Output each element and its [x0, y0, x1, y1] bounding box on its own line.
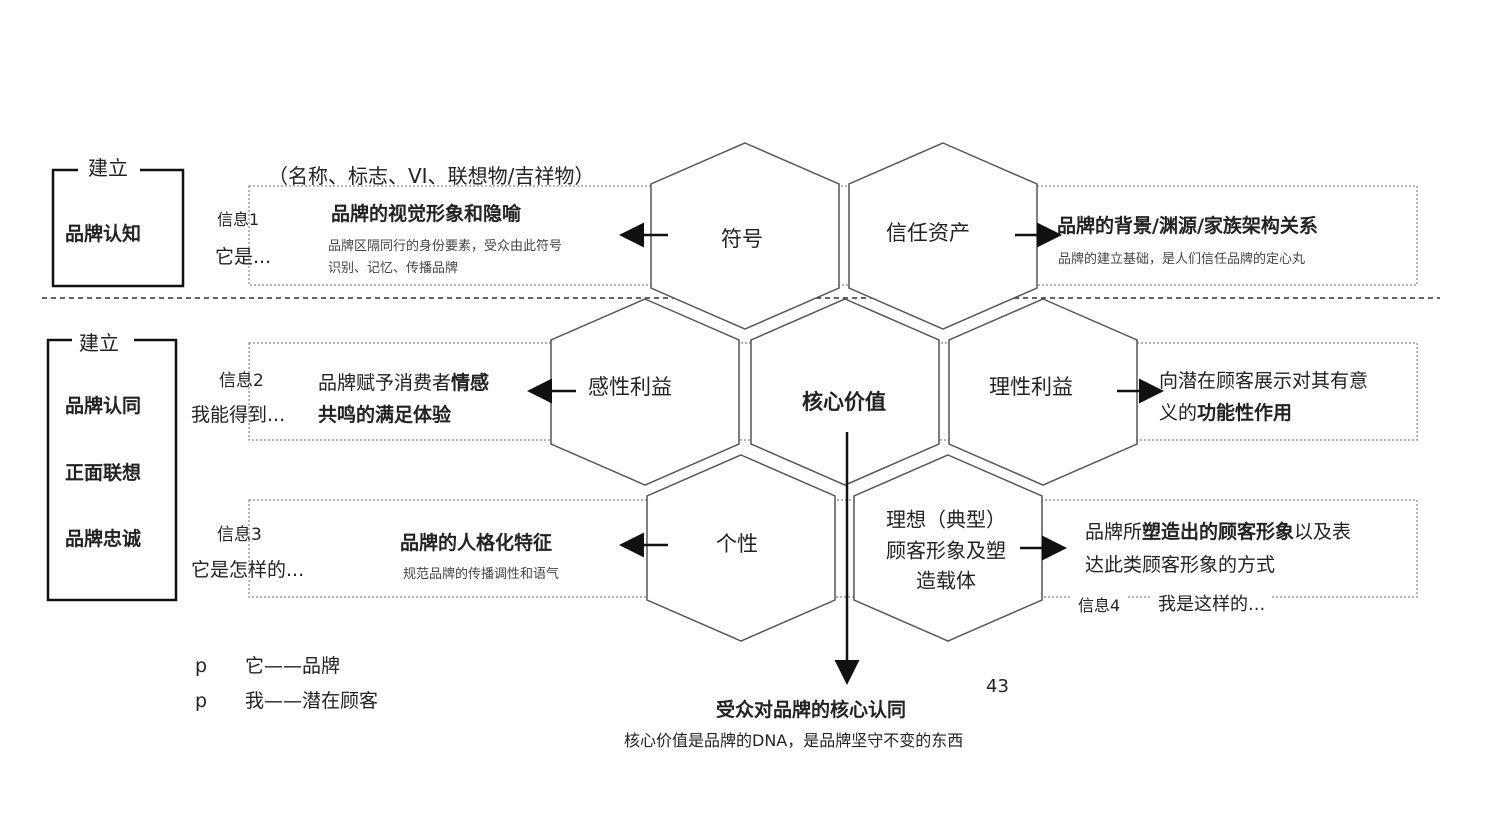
- hex-image-label-1: 理想（典型）: [886, 507, 1006, 532]
- info-2-label: 信息2: [219, 371, 264, 391]
- personality-desc: 规范品牌的传播调性和语气: [403, 567, 560, 582]
- hex-trust: [848, 142, 1038, 330]
- emotional-text-1: 品牌赋予消费者情感: [318, 372, 490, 394]
- hex-symbol: [650, 142, 840, 330]
- info-3-label: 信息3: [217, 525, 262, 545]
- hex-personality-label: 个性: [716, 532, 758, 556]
- hex-symbol-label: 符号: [721, 227, 763, 251]
- hex-emotional: [550, 298, 740, 486]
- info-1-question: 它是...: [215, 246, 272, 268]
- hex-rational-label: 理性利益: [989, 375, 1073, 399]
- core-identity-desc: 核心价值是品牌的DNA，是品牌坚守不变的东西: [624, 731, 964, 750]
- image-text-1: 品牌所塑造出的顾客形象以及表: [1085, 521, 1352, 543]
- badge-1-title: 建立: [84, 152, 132, 181]
- image-text-2: 达此类顾客形象的方式: [1085, 554, 1276, 576]
- badge-2-item: 品牌忠诚: [65, 528, 142, 550]
- hex-customer-image: [853, 454, 1043, 642]
- emotional-text-2: 共鸣的满足体验: [318, 404, 452, 426]
- badge-2-title: 建立: [75, 327, 123, 356]
- rational-text-2: 义的功能性作用: [1159, 402, 1293, 424]
- info-3-question: 它是怎样的...: [191, 559, 305, 581]
- symbol-desc-1: 品牌区隔同行的身份要素，受众由此符号: [328, 239, 563, 254]
- symbol-title: 品牌的视觉形象和隐喻: [331, 203, 522, 225]
- symbol-desc-2: 识别、记忆、传播品牌: [328, 261, 459, 276]
- bracket-note: （名称、标志、VI、联想物/吉祥物）: [268, 164, 595, 188]
- badge-1-item: 品牌认知: [65, 223, 142, 245]
- badge-2-item: 品牌认同: [65, 395, 142, 417]
- hex-image-label-3: 造载体: [916, 568, 976, 593]
- trust-desc: 品牌的建立基础，是人们信任品牌的定心丸: [1058, 252, 1306, 267]
- hex-rational: [948, 298, 1138, 486]
- page-number: 43: [986, 676, 1009, 697]
- hex-personality: [646, 454, 836, 642]
- personality-title: 品牌的人格化特征: [400, 532, 553, 554]
- rational-text-1: 向潜在顾客展示对其有意: [1159, 370, 1369, 392]
- info-4-question: 我是这样的...: [1152, 590, 1272, 616]
- trust-title: 品牌的背景/渊源/家族架构关系: [1057, 215, 1318, 237]
- badge-2-item: 正面联想: [65, 462, 142, 484]
- core-identity-title: 受众对品牌的核心认同: [716, 699, 907, 721]
- hex-image-label-2: 顾客形象及塑: [886, 538, 1006, 563]
- hex-core-value-label: 核心价值: [802, 390, 886, 414]
- hex-core-value: [750, 298, 940, 486]
- hex-emotional-label: 感性利益: [588, 375, 672, 399]
- badge-box-2: [46, 338, 178, 602]
- hex-trust-label: 信任资产: [886, 221, 970, 245]
- badge-box-1: [51, 168, 185, 288]
- info-1-label: 信息1: [217, 210, 260, 229]
- info-2-question: 我能得到...: [191, 404, 286, 426]
- info-4-label: 信息4: [1072, 592, 1127, 616]
